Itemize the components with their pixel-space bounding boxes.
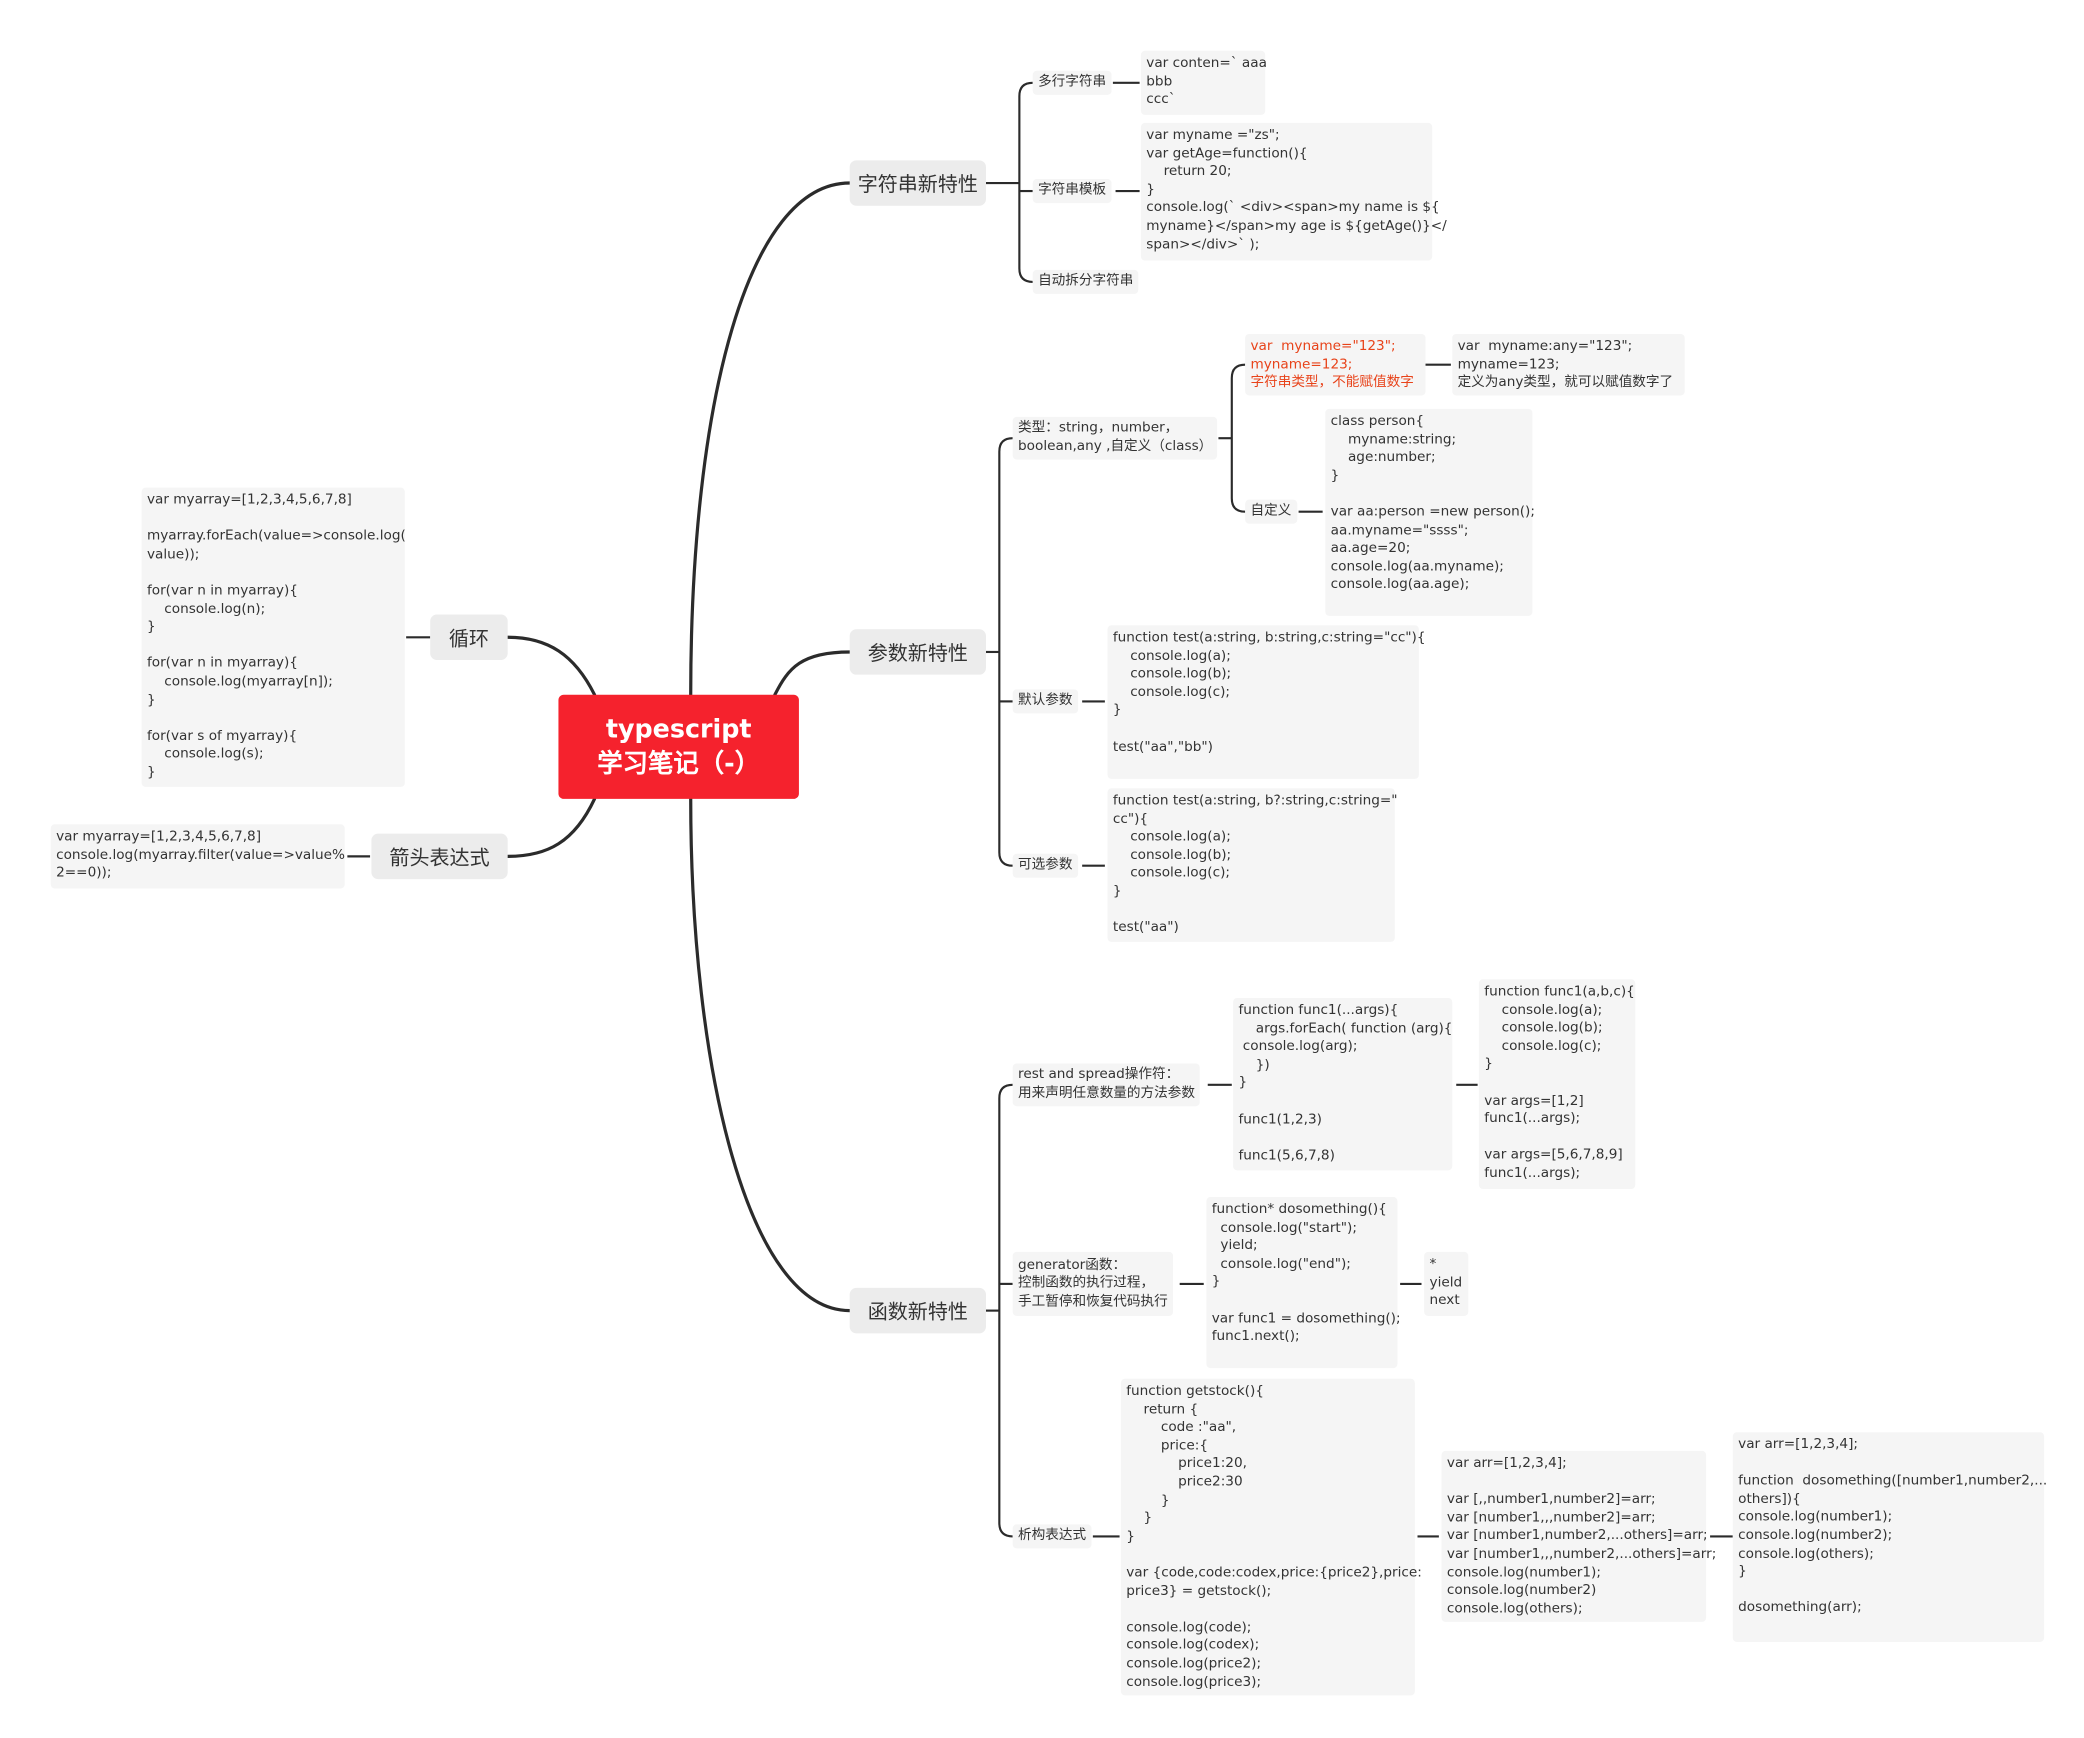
root-title-line1: typescript [605, 714, 752, 745]
edge-root-arrow [506, 797, 597, 858]
code-type-error-example: var myname="123"; myname=123; 字符串类型，不能赋值… [1245, 334, 1426, 396]
code-any-type-example: var myname:any="123"; myname=123; 定义为any… [1452, 334, 1685, 396]
code-generator: function* dosomething(){ console.log("st… [1206, 1197, 1401, 1369]
edge-root-loop [506, 635, 597, 697]
topic-rest-spread[interactable]: rest and spread操作符： 用来声明任意数量的方法参数 [1012, 1063, 1201, 1107]
code-multiline-string: var conten=` aaa bbb ccc` [1140, 50, 1267, 115]
branch-label: 循环 [448, 625, 489, 650]
topic-label: rest and spread操作符： 用来声明任意数量的方法参数 [1018, 1068, 1195, 1101]
code-optional-params: function test(a:string, b?:string,c:stri… [1107, 788, 1398, 942]
root-topic[interactable]: typescript 学习笔记（-） [558, 694, 799, 799]
topic-label: 析构表达式 [1018, 1528, 1087, 1544]
topic-optional-params[interactable]: 可选参数 [1012, 853, 1078, 878]
code-default-params: function test(a:string, b:string,c:strin… [1107, 625, 1426, 779]
branch-string-features[interactable]: 字符串新特性 [849, 160, 986, 206]
topic-multiline-string[interactable]: 多行字符串 [1032, 70, 1112, 95]
topic-string-template[interactable]: 字符串模板 [1032, 179, 1112, 204]
topic-label: 自定义 [1250, 503, 1292, 519]
branch-label: 参数新特性 [867, 640, 968, 665]
topic-label: 自动拆分字符串 [1038, 274, 1134, 289]
code-string-template: var myname ="zs"; var getAge=function(){… [1140, 122, 1447, 261]
topic-label: 默认参数 [1018, 693, 1073, 709]
edge-root-params [773, 650, 852, 697]
edge-root-string [689, 181, 852, 697]
topic-auto-split-string[interactable]: 自动拆分字符串 [1032, 269, 1139, 294]
topic-label: 类型：string，number， boolean,any ,自定义（class… [1018, 421, 1213, 455]
code-param-destructuring: var arr=[1,2,3,4]; function dosomething(… [1732, 1432, 2047, 1642]
branch-label: 函数新特性 [867, 1299, 968, 1324]
root-title-line2: 学习笔记（-） [597, 749, 761, 779]
topic-generator[interactable]: generator函数： 控制函数的执行过程， 手工暂停和恢复代码执行 [1012, 1251, 1174, 1316]
generator-keywords: * yield next [1424, 1251, 1469, 1316]
topic-label: 可选参数 [1018, 857, 1073, 873]
code-object-destructuring: function getstock(){ return { code :"aa"… [1120, 1378, 1422, 1696]
topic-label: 字符串模板 [1038, 183, 1107, 198]
topic-label: 多行字符串 [1038, 75, 1107, 90]
topic-custom-type[interactable]: 自定义 [1245, 499, 1297, 524]
branch-param-features[interactable]: 参数新特性 [849, 629, 986, 675]
branch-function-features[interactable]: 函数新特性 [849, 1287, 986, 1334]
code-spread-args: function func1(a,b,c){ console.log(a); c… [1478, 979, 1636, 1190]
edge-root-functions [689, 797, 852, 1313]
branch-arrow-expression[interactable]: 箭头表达式 [371, 833, 508, 880]
code-loop: var myarray=[1,2,3,4,5,6,7,8] myarray.fo… [141, 487, 406, 787]
branch-loop[interactable]: 循环 [430, 614, 508, 660]
topic-label: generator函数： 控制函数的执行过程， 手工暂停和恢复代码执行 [1018, 1257, 1168, 1310]
code-array-destructuring: var arr=[1,2,3,4]; var [,,number1,number… [1441, 1450, 1716, 1622]
topic-destructuring[interactable]: 析构表达式 [1012, 1524, 1092, 1549]
code-rest-args: function func1(...args){ args.forEach( f… [1233, 997, 1452, 1171]
branch-label: 箭头表达式 [389, 845, 490, 870]
code-arrow-expression: var myarray=[1,2,3,4,5,6,7,8] console.lo… [50, 824, 345, 889]
branch-label: 字符串新特性 [857, 171, 978, 196]
topic-types[interactable]: 类型：string，number， boolean,any ,自定义（class… [1012, 416, 1218, 460]
topic-default-params[interactable]: 默认参数 [1012, 689, 1078, 714]
code-custom-class: class person{ myname:string; age:number;… [1325, 408, 1535, 616]
